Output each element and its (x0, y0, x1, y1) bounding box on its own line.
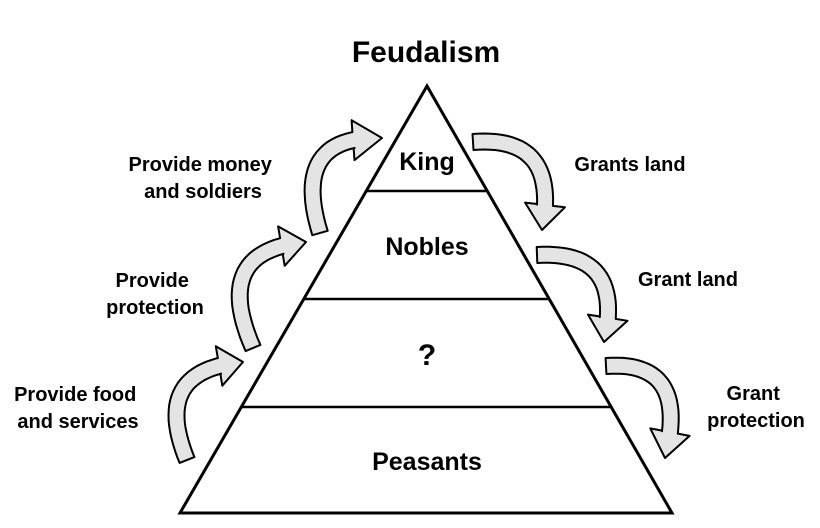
tier-king: King (399, 148, 455, 176)
curved-up-arrow-icon-2 (230, 225, 307, 353)
left-label-top: Provide money and soldiers (129, 154, 278, 203)
right-label-top: Grants land (574, 154, 685, 176)
tier-unknown: ? (418, 339, 436, 372)
tier-peasants: Peasants (372, 448, 482, 476)
diagram-title: Feudalism (352, 36, 500, 69)
arrow-group (167, 119, 691, 464)
curved-up-arrow-icon-3 (303, 119, 383, 237)
pyramid (177, 82, 675, 515)
right-label-middle: Grant land (638, 269, 738, 291)
curved-down-arrow-icon-1 (471, 132, 566, 231)
curved-down-arrow-icon-3 (604, 356, 691, 459)
right-label-bottom: Grant protection (707, 383, 805, 432)
curved-up-arrow-icon-1 (167, 345, 244, 464)
left-label-middle: Provide protection (106, 270, 204, 319)
curved-down-arrow-icon-2 (535, 245, 629, 343)
left-label-bottom: Provide food and services (14, 384, 142, 433)
tier-nobles: Nobles (385, 233, 468, 261)
